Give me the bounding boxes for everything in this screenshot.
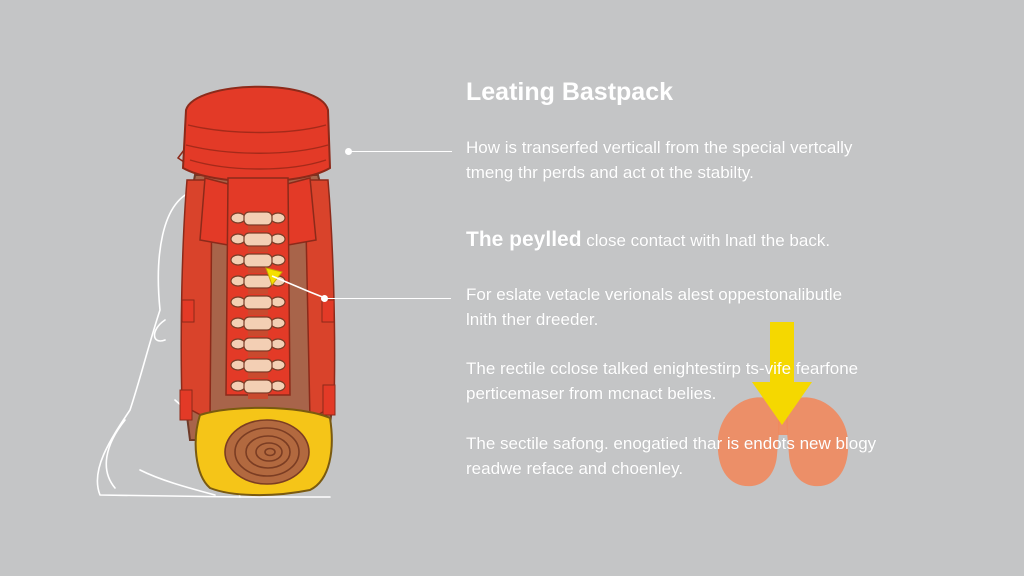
paragraph-4-line-2: perticemaser from mcnact belies. xyxy=(466,383,717,403)
vertebra xyxy=(230,253,286,273)
paragraph-2: The peylled close contact with lnatl the… xyxy=(466,225,830,255)
backpack-lid xyxy=(181,85,332,183)
vertebra xyxy=(230,295,286,315)
paragraph-2-lead: The peylled xyxy=(466,228,582,251)
callout-dot-spine xyxy=(321,295,328,302)
paragraph-1-line-1: How is transerfed verticall from the spe… xyxy=(466,138,853,157)
paragraph-4-line-1: The rectile cclose talked enightestirp t… xyxy=(466,359,859,378)
paragraph-5-line-2: readwe reface and choenley. xyxy=(466,458,684,478)
paragraph-3-line-1: For eslate vetacle verionals alest oppes… xyxy=(466,285,843,304)
vertebra xyxy=(230,358,286,378)
callout-line-top xyxy=(350,151,452,152)
paragraph-2-rest: close contact with lnatl the back. xyxy=(581,231,831,250)
paragraph-1-line-2: tmeng thr perds and act ot the stabilty. xyxy=(466,162,754,182)
page-title: Leating Bastpack xyxy=(466,78,674,106)
down-arrow-icon xyxy=(752,322,812,425)
paragraph-3-line-2: lnith ther dreeder. xyxy=(466,309,599,329)
paragraph-1: How is transerfed verticall from the spe… xyxy=(466,136,852,185)
paragraph-5-line-1: The sectile safong. enogatied thar is en… xyxy=(466,434,877,453)
paragraph-4: The rectile cclose talked enightestirp t… xyxy=(466,357,858,406)
vertebra xyxy=(230,211,286,231)
callout-line-spine-h xyxy=(327,298,451,299)
vertebra xyxy=(230,337,286,357)
vertebra xyxy=(230,232,286,252)
vertebra xyxy=(230,316,286,336)
callout-dot-top xyxy=(345,148,352,155)
paragraph-5: The sectile safong. enogatied thar is en… xyxy=(466,432,876,481)
vertebra xyxy=(230,379,286,399)
paragraph-3: For eslate vetacle verionals alest oppes… xyxy=(466,283,842,332)
